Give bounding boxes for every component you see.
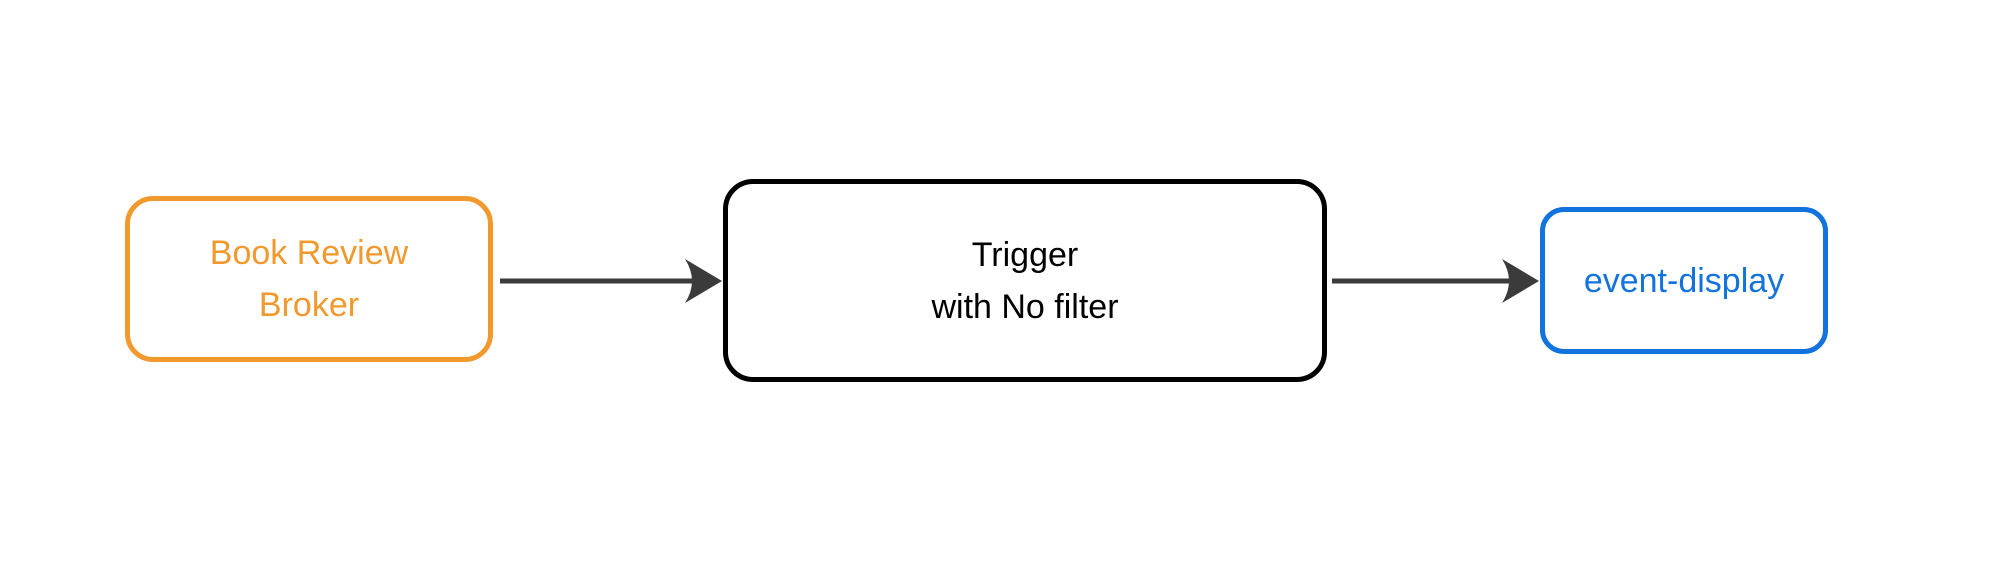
arrowhead-icon	[1502, 259, 1539, 303]
node-broker: Book Review Broker	[125, 196, 493, 362]
edge-broker-to-trigger	[500, 259, 722, 303]
edge-trigger-to-event-display	[1332, 259, 1539, 303]
node-broker-label: Book Review Broker	[209, 234, 409, 324]
node-trigger: Trigger with No filter	[723, 179, 1327, 382]
node-event-display-label: event-display	[1583, 261, 1785, 300]
node-trigger-label: Trigger with No filter	[931, 235, 1119, 326]
node-event-display: event-display	[1540, 207, 1828, 354]
arrowhead-icon	[685, 259, 722, 303]
